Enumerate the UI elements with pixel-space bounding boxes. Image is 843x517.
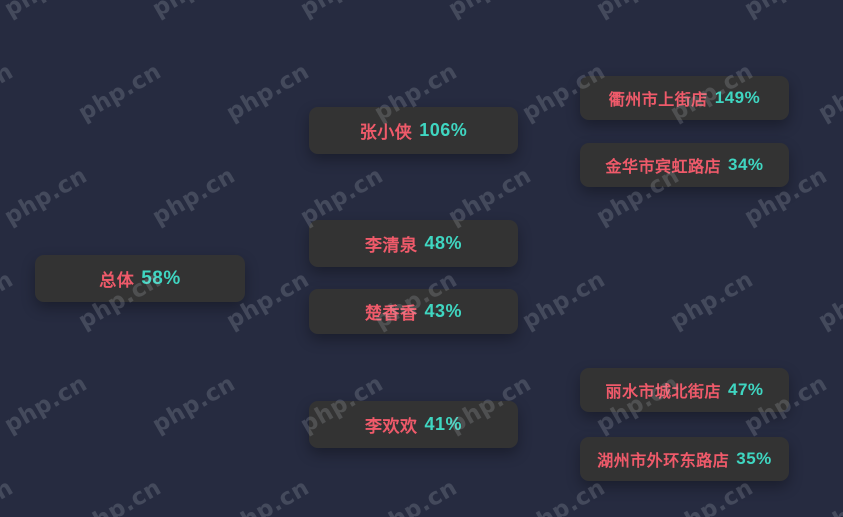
tree-node-chuxiangxiang[interactable]: 楚香香 43% xyxy=(309,289,518,334)
tree-node-quzhou-shangjie-store[interactable]: 衢州市上街店 149% xyxy=(580,76,789,120)
node-name: 衢州市上街店 xyxy=(608,92,708,109)
node-value: 58% xyxy=(141,267,181,289)
node-value: 34% xyxy=(727,155,764,174)
node-value: 47% xyxy=(727,380,764,399)
tree-node-root[interactable]: 总体 58% xyxy=(35,255,245,302)
tree-node-lihuanhuan[interactable]: 李欢欢 41% xyxy=(309,401,518,448)
node-value: 48% xyxy=(424,233,463,253)
tree-node-lishui-chengbeijie-store[interactable]: 丽水市城北街店 47% xyxy=(580,368,789,412)
node-value: 35% xyxy=(736,449,772,468)
tree-node-huzhou-waihuandonglu-store[interactable]: 湖州市外环东路店 35% xyxy=(580,437,789,481)
node-name: 李欢欢 xyxy=(364,417,418,436)
node-value: 106% xyxy=(419,120,468,140)
node-name: 楚香香 xyxy=(364,304,418,323)
tree-node-jinhua-binhonglu-store[interactable]: 金华市宾虹路店 34% xyxy=(580,143,789,187)
node-name: 金华市宾虹路店 xyxy=(605,159,721,176)
node-name: 张小侠 xyxy=(359,123,413,142)
tree-node-liqingquan[interactable]: 李清泉 48% xyxy=(309,220,518,267)
node-value: 149% xyxy=(714,88,761,107)
node-name: 丽水市城北街店 xyxy=(605,384,721,401)
node-value: 43% xyxy=(424,301,463,321)
node-name: 李清泉 xyxy=(364,236,418,255)
node-value: 41% xyxy=(424,414,463,434)
node-name: 总体 xyxy=(99,271,135,290)
node-name: 湖州市外环东路店 xyxy=(597,453,730,470)
tree-node-zhangxiaoxia[interactable]: 张小侠 106% xyxy=(309,107,518,154)
